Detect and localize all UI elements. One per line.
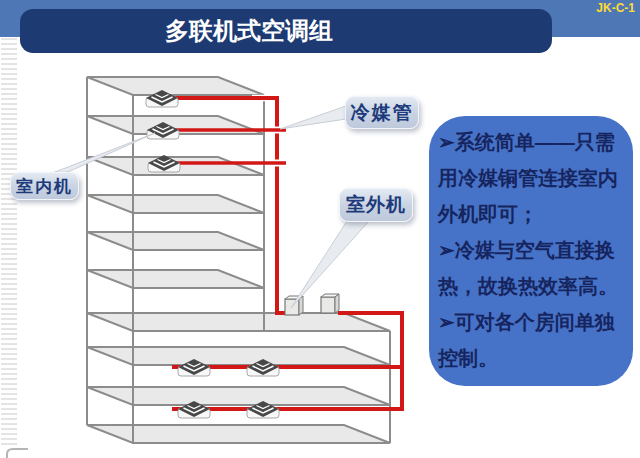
label-indoor-unit: 室内机: [10, 172, 79, 200]
info-item: ➢冷媒与空气直接换热，故换热效率高。: [438, 232, 629, 304]
outdoor-unit-icon: [285, 296, 303, 315]
building-wireframe: [87, 77, 390, 443]
info-item-text: 可对各个房间单独控制。: [438, 311, 615, 369]
corner-artifact: [7, 449, 28, 458]
arrow-bullet-icon: ➢: [438, 311, 455, 333]
label-outdoor-unit: 室外机: [339, 188, 413, 222]
info-item: ➢系统简单——只需用冷媒铜管连接室内外机即可；: [438, 124, 629, 232]
info-item-text: 系统简单——只需用冷媒铜管连接室内外机即可；: [438, 131, 618, 225]
label-refrigerant-pipe: 冷媒管: [345, 96, 419, 129]
info-item-text: 冷媒与空气直接换热，故换热效率高。: [438, 239, 618, 297]
info-panel: ➢系统简单——只需用冷媒铜管连接室内外机即可； ➢冷媒与空气直接换热，故换热效率…: [429, 116, 633, 386]
arrow-bullet-icon: ➢: [438, 239, 455, 261]
info-item: ➢可对各个房间单独控制。: [438, 304, 629, 376]
arrow-bullet-icon: ➢: [438, 131, 455, 153]
outdoor-unit-icon: [321, 294, 339, 313]
